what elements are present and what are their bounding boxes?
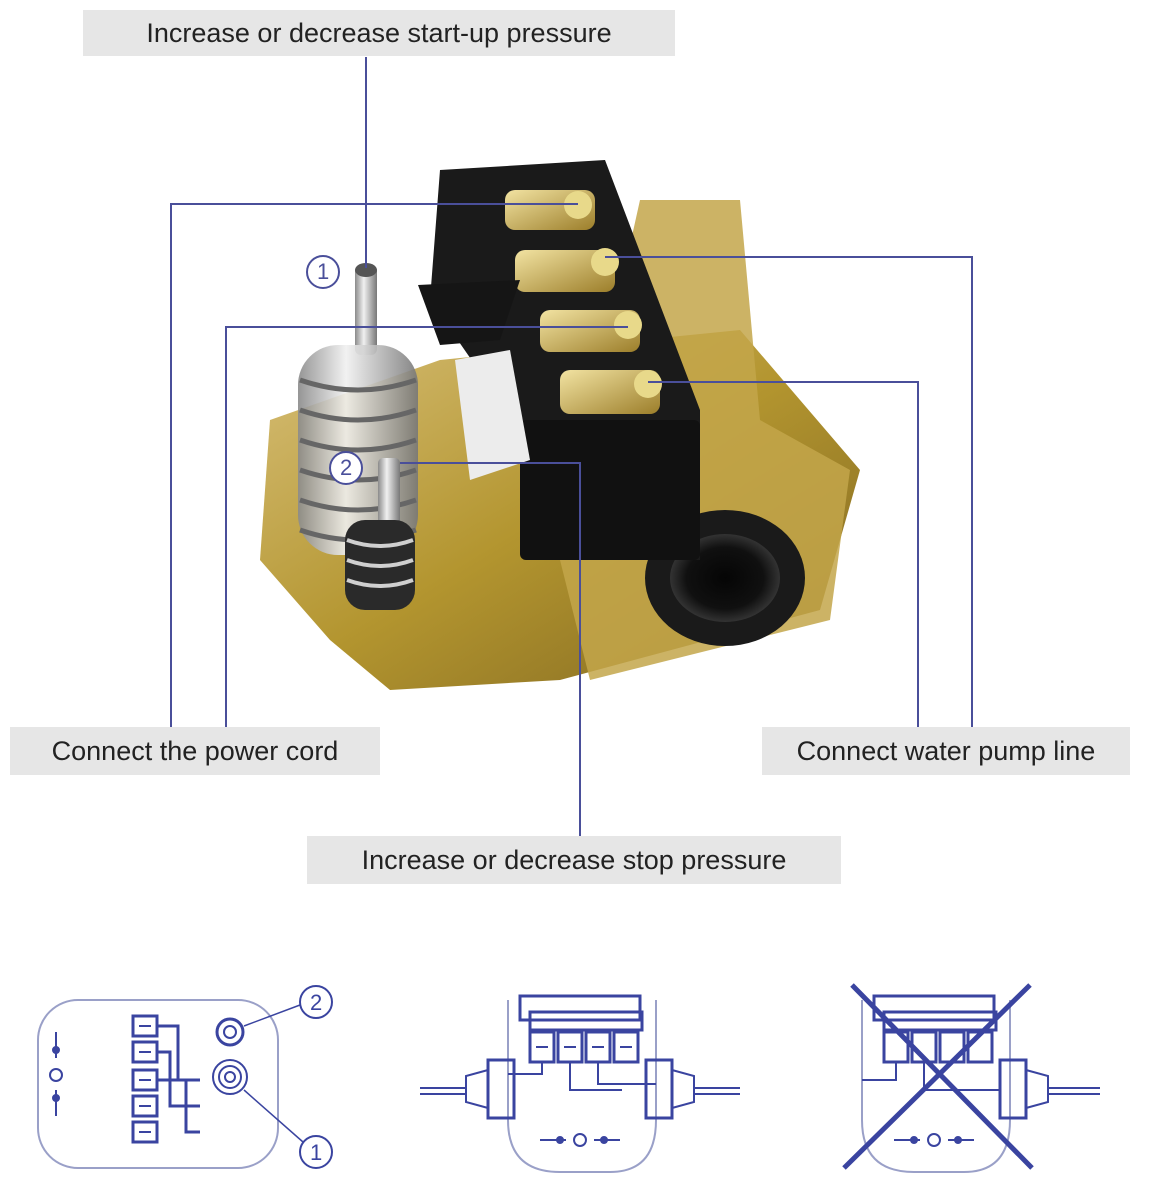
startup-pressure-label: Increase or decrease start-up pressure xyxy=(83,10,675,56)
diagram-correct-wiring xyxy=(420,994,740,1173)
diagram-marker-2: 2 xyxy=(310,990,323,1015)
leader-lines xyxy=(170,57,973,836)
power-cord-label: Connect the power cord xyxy=(10,727,380,775)
marker-1-number: 1 xyxy=(317,259,330,284)
water-pump-label: Connect water pump line xyxy=(762,727,1130,775)
marker-1-circle xyxy=(306,255,340,289)
lever-arm xyxy=(418,280,520,345)
marker-2-number: 2 xyxy=(340,455,353,480)
terminal-cover xyxy=(520,420,700,560)
diagram-incorrect-wiring xyxy=(842,983,1100,1173)
diagram-top-view xyxy=(37,985,333,1169)
stop-spring xyxy=(345,458,415,610)
stop-pressure-label: Increase or decrease stop pressure xyxy=(307,836,841,884)
pressure-switch-illustration xyxy=(170,57,973,836)
marker-2-circle xyxy=(329,451,363,485)
plastic-part xyxy=(455,350,530,480)
diagram-marker-1: 1 xyxy=(310,1140,323,1165)
